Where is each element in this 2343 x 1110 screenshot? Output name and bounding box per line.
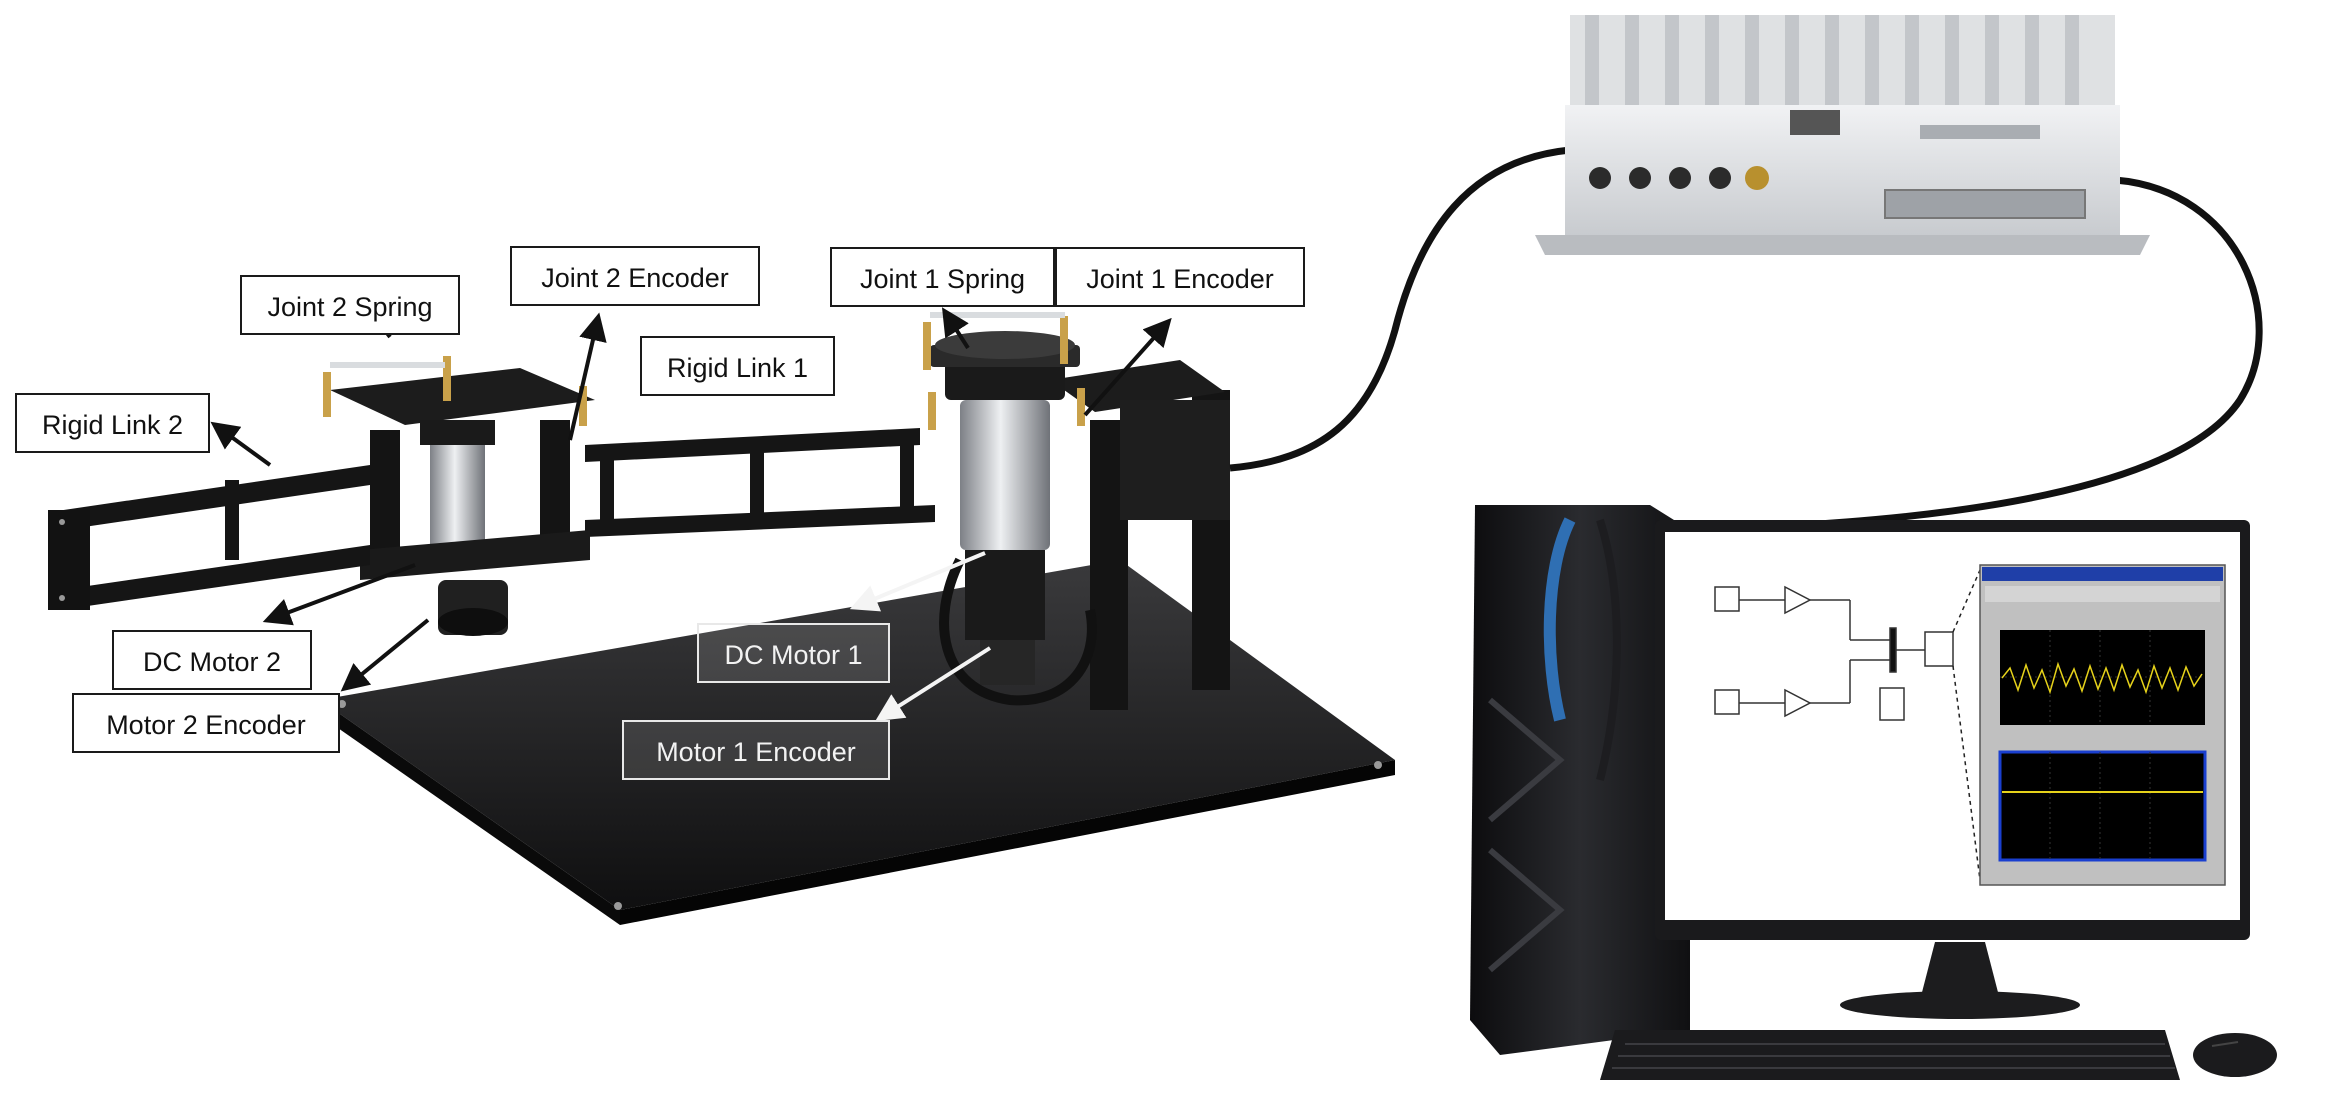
arrow-motor-1-encoder <box>875 646 992 722</box>
arrow-motor-2-encoder <box>340 618 430 692</box>
arrow-joint-2-encoder <box>568 312 607 441</box>
label-motor-2-encoder: Motor 2 Encoder <box>72 693 340 753</box>
mouse <box>2193 1033 2277 1077</box>
arrow-joint-1-spring <box>941 307 970 350</box>
arrow-joint-1-encoder <box>1083 317 1172 417</box>
callout-arrows-light <box>849 551 992 722</box>
rigid-link-1-frame <box>585 428 935 537</box>
dotted-zoom-lines <box>1952 569 1981 881</box>
keyboard <box>1600 1030 2180 1080</box>
data-cables <box>1229 146 2263 532</box>
label-joint-1-spring: Joint 1 Spring <box>830 247 1055 307</box>
pc-tower <box>1470 505 1690 1055</box>
joint-1-assembly <box>923 312 1230 710</box>
arrow-rigid-link-2 <box>210 421 272 467</box>
rigid-link-2-frame <box>48 465 370 610</box>
arrow-dc-motor-2 <box>262 563 416 626</box>
label-joint-2-spring: Joint 2 Spring <box>240 275 460 335</box>
label-rigid-link-1: Rigid Link 1 <box>640 336 835 396</box>
label-motor-1-encoder: Motor 1 Encoder <box>622 720 890 780</box>
label-dc-motor-1: DC Motor 1 <box>697 623 890 683</box>
joint-2-assembly <box>323 356 595 636</box>
label-rigid-link-2: Rigid Link 2 <box>15 393 210 453</box>
simulink-diagram <box>1714 585 1954 721</box>
label-joint-2-encoder: Joint 2 Encoder <box>510 246 760 306</box>
embedded-controller <box>1535 15 2150 255</box>
floating-scope-window <box>1979 564 2226 886</box>
arrow-dc-motor-1 <box>849 551 986 612</box>
label-joint-1-encoder: Joint 1 Encoder <box>1055 247 1305 307</box>
label-dc-motor-2: DC Motor 2 <box>112 630 312 690</box>
